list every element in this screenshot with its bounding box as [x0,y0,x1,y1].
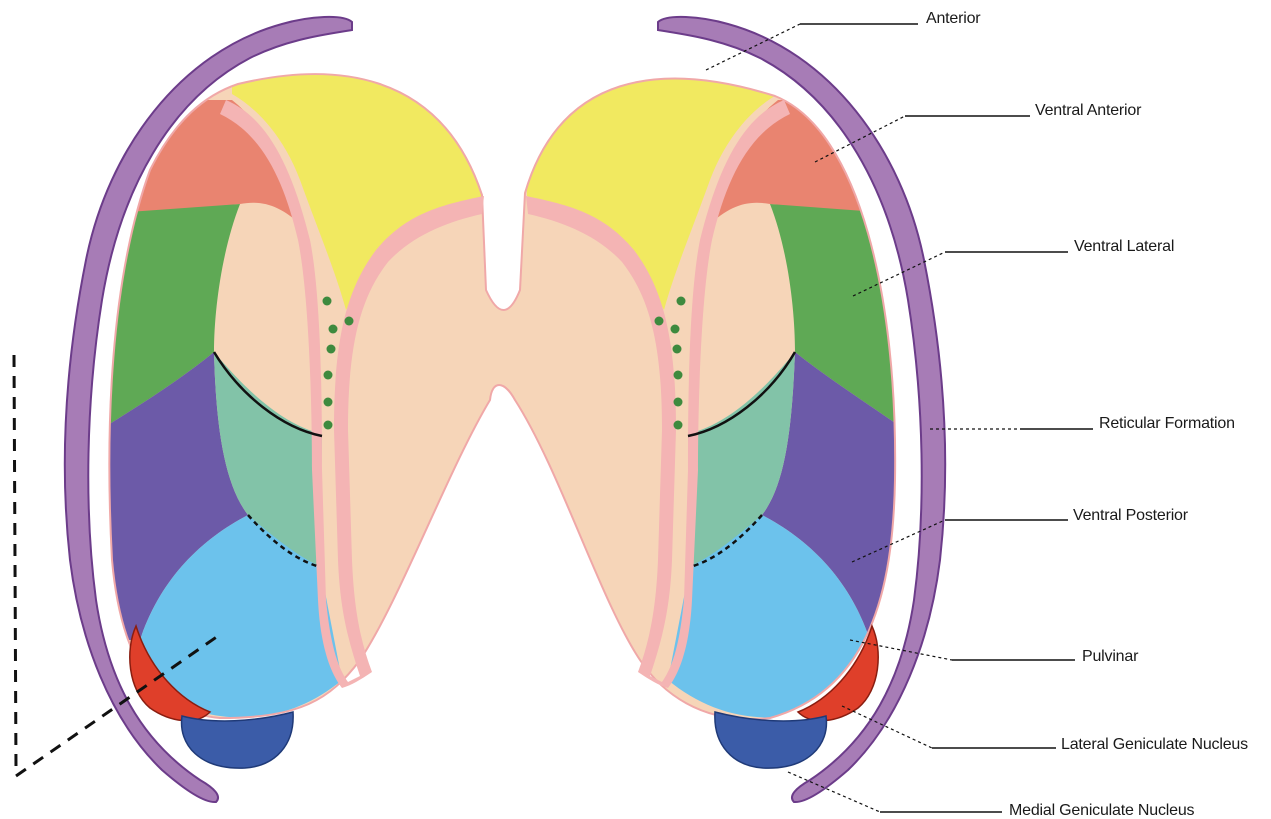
label-lateral-geniculate: Lateral Geniculate Nucleus [1061,736,1248,753]
label-pulvinar: Pulvinar [1082,648,1139,665]
dot [671,325,680,334]
label-ventral-posterior: Ventral Posterior [1073,507,1189,524]
dot [655,317,664,326]
label-medial-geniculate: Medial Geniculate Nucleus [1009,802,1195,819]
medial-geniculate-left [182,712,294,768]
dot [345,317,354,326]
medial-geniculate-right [715,712,827,768]
label-ventral-anterior: Ventral Anterior [1035,102,1142,119]
dot [327,345,336,354]
label-reticular-formation: Reticular Formation [1099,415,1235,432]
dot [674,398,683,407]
label-ventral-lateral: Ventral Lateral [1074,238,1174,255]
dot [324,421,333,430]
label-anterior: Anterior [926,10,981,27]
dot [677,297,686,306]
dot [674,421,683,430]
dot [324,398,333,407]
dot [329,325,338,334]
dot [323,297,332,306]
dot [324,371,333,380]
dot [673,345,682,354]
dot [674,371,683,380]
section-plane-vertical [14,355,16,770]
